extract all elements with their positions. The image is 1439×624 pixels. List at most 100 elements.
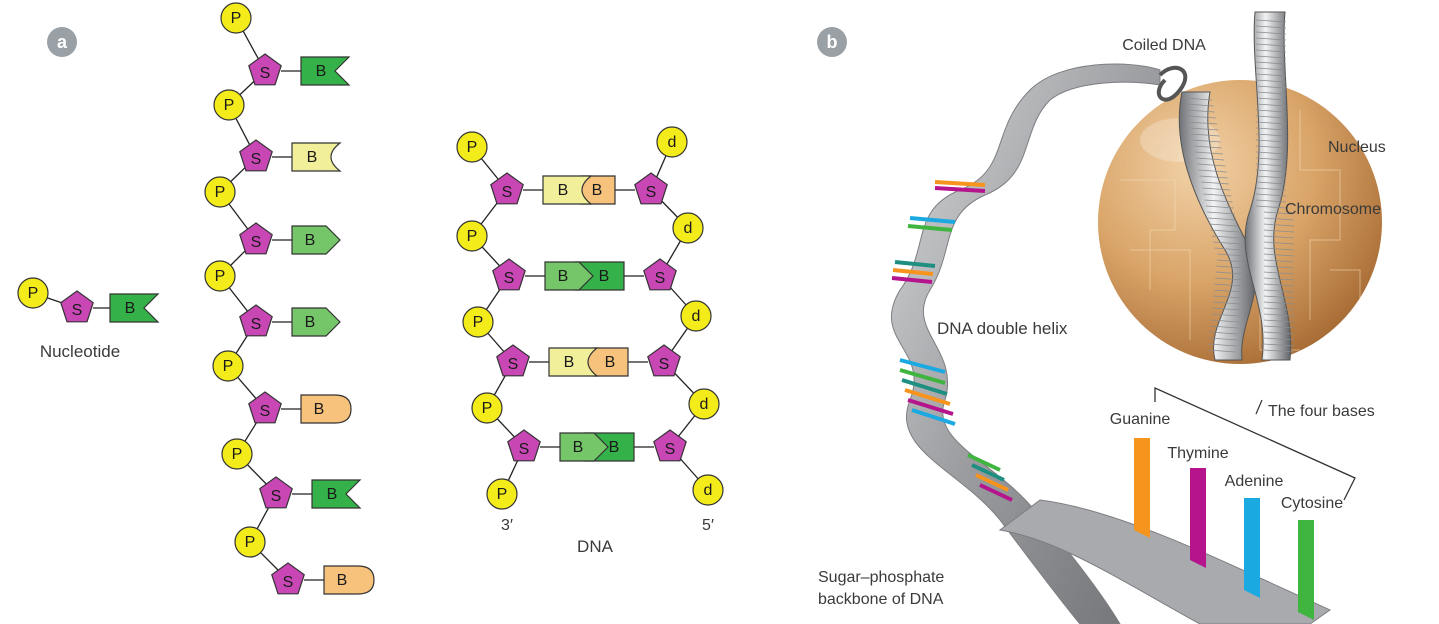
phosphate-circle bbox=[680, 300, 712, 332]
base-glyph: B bbox=[327, 486, 338, 503]
base-glyph: B bbox=[605, 354, 616, 371]
base-bar-adenine bbox=[1244, 498, 1260, 598]
sugar-pentagon: S bbox=[60, 290, 94, 323]
dna-deoxy: d bbox=[688, 388, 720, 420]
phosphate-glyph: P bbox=[467, 228, 478, 245]
base-arrow: B bbox=[291, 307, 341, 337]
sugar-pentagon: S bbox=[259, 476, 293, 509]
sugar-glyph: S bbox=[504, 270, 515, 287]
chromatid-coil bbox=[1188, 121, 1218, 125]
sugar-shape bbox=[248, 53, 282, 86]
chromatid-coil bbox=[1263, 253, 1295, 257]
chromatid-coil bbox=[1215, 271, 1244, 275]
base-shape bbox=[291, 225, 341, 255]
chromatid-2 bbox=[1244, 11, 1292, 361]
base-glyph: B bbox=[305, 314, 316, 331]
chromatid-coil bbox=[1203, 193, 1232, 197]
sugar-shape bbox=[239, 222, 273, 255]
base-shape bbox=[559, 432, 609, 462]
phosphate-circle bbox=[220, 2, 252, 34]
chromatid-coil bbox=[1213, 289, 1243, 293]
chromatid-coil bbox=[1193, 145, 1222, 149]
base-pair-rung bbox=[909, 216, 956, 224]
base-pair-rung bbox=[907, 398, 954, 416]
base-arrow: B bbox=[559, 432, 609, 462]
chromatid-coil bbox=[1255, 73, 1287, 77]
base-glyph: B bbox=[337, 572, 348, 589]
phosphate-glyph: P bbox=[28, 285, 39, 302]
sugar-glyph: S bbox=[72, 302, 83, 319]
sugar-glyph: S bbox=[260, 403, 271, 420]
chromatid-coil bbox=[1255, 97, 1287, 101]
chain-phosphate: P bbox=[220, 2, 252, 34]
chromatid-coil bbox=[1210, 325, 1239, 329]
chromatid-coil bbox=[1214, 247, 1243, 251]
dna-phosphate: P bbox=[462, 306, 494, 338]
base-name-adenine: Adenine bbox=[1225, 473, 1284, 490]
chromatid-coil bbox=[1263, 235, 1295, 239]
chromatid-coil bbox=[1263, 211, 1295, 215]
chromatid-coil bbox=[1209, 337, 1238, 341]
chromatid-coil bbox=[1255, 61, 1287, 65]
base-name-thymine: Thymine bbox=[1167, 445, 1228, 462]
base-shape bbox=[300, 394, 352, 424]
chromatid-coil bbox=[1263, 349, 1295, 353]
chromatid-coil bbox=[1255, 205, 1287, 209]
phosphate-glyph: P bbox=[224, 97, 235, 114]
sugar-pentagon: S bbox=[239, 139, 273, 172]
chromatid-coil bbox=[1255, 67, 1287, 71]
chromatid-coil bbox=[1263, 247, 1295, 251]
base-glyph: B bbox=[573, 439, 584, 456]
base-round: B bbox=[323, 565, 375, 595]
base-notch: B bbox=[300, 56, 351, 86]
base-notch: B bbox=[311, 479, 362, 509]
chromatid-coil bbox=[1204, 199, 1233, 203]
base-cup: B bbox=[542, 175, 593, 205]
phosphate-circle bbox=[688, 388, 720, 420]
dna-phosphate: P bbox=[471, 392, 503, 424]
nucleotide-phosphate: P bbox=[17, 277, 49, 309]
chain-phosphate: P bbox=[204, 260, 236, 292]
chromatid-coil bbox=[1192, 139, 1221, 143]
chromatid-coil bbox=[1263, 229, 1295, 233]
sugar-glyph: S bbox=[271, 488, 282, 505]
sugar-glyph: S bbox=[646, 184, 657, 201]
chromatid-coil bbox=[1217, 253, 1246, 257]
panel-b-badge: b bbox=[817, 27, 847, 57]
base-pair-rung bbox=[892, 268, 934, 276]
sugar-shape bbox=[271, 562, 305, 595]
chromatid-coil bbox=[1190, 127, 1219, 131]
phosphate-glyph: P bbox=[497, 486, 508, 503]
phosphate-glyph: d bbox=[704, 482, 713, 499]
chromatid-coil bbox=[1216, 265, 1245, 269]
sugar-pentagon: S bbox=[643, 258, 677, 291]
sugar-shape bbox=[248, 391, 282, 424]
phosphate-glyph: d bbox=[668, 134, 677, 151]
sugar-shape bbox=[259, 476, 293, 509]
three-prime-label: 3′ bbox=[501, 517, 513, 534]
phosphate-glyph: P bbox=[482, 400, 493, 417]
chromatid-coil bbox=[1255, 175, 1287, 179]
phosphate-glyph: d bbox=[700, 396, 709, 413]
chromatid-coil bbox=[1209, 223, 1238, 227]
sugar-shape bbox=[496, 344, 530, 377]
chain-phosphate: P bbox=[204, 176, 236, 208]
sugar-pentagon: S bbox=[271, 562, 305, 595]
chromatid-coil bbox=[1263, 337, 1295, 341]
base-glyph: B bbox=[564, 354, 575, 371]
badge-circle bbox=[817, 27, 847, 57]
phosphate-circle bbox=[204, 260, 236, 292]
chromatid-coil bbox=[1214, 283, 1243, 287]
chromatid-coil bbox=[1196, 157, 1225, 161]
base-pair-rung bbox=[899, 368, 946, 385]
panel-b-letter: b bbox=[827, 32, 838, 52]
sugar-pentagon: S bbox=[634, 172, 668, 205]
sugar-glyph: S bbox=[508, 356, 519, 373]
panel-b: b Guani bbox=[817, 11, 1386, 624]
chain-phosphate: P bbox=[213, 89, 245, 121]
base-cup: B bbox=[291, 142, 342, 172]
backbone-label-line2: backbone of DNA bbox=[818, 591, 944, 608]
chromatid-coil bbox=[1255, 25, 1287, 29]
chain-phosphate: P bbox=[234, 526, 266, 558]
nucleus-body bbox=[1098, 80, 1382, 364]
